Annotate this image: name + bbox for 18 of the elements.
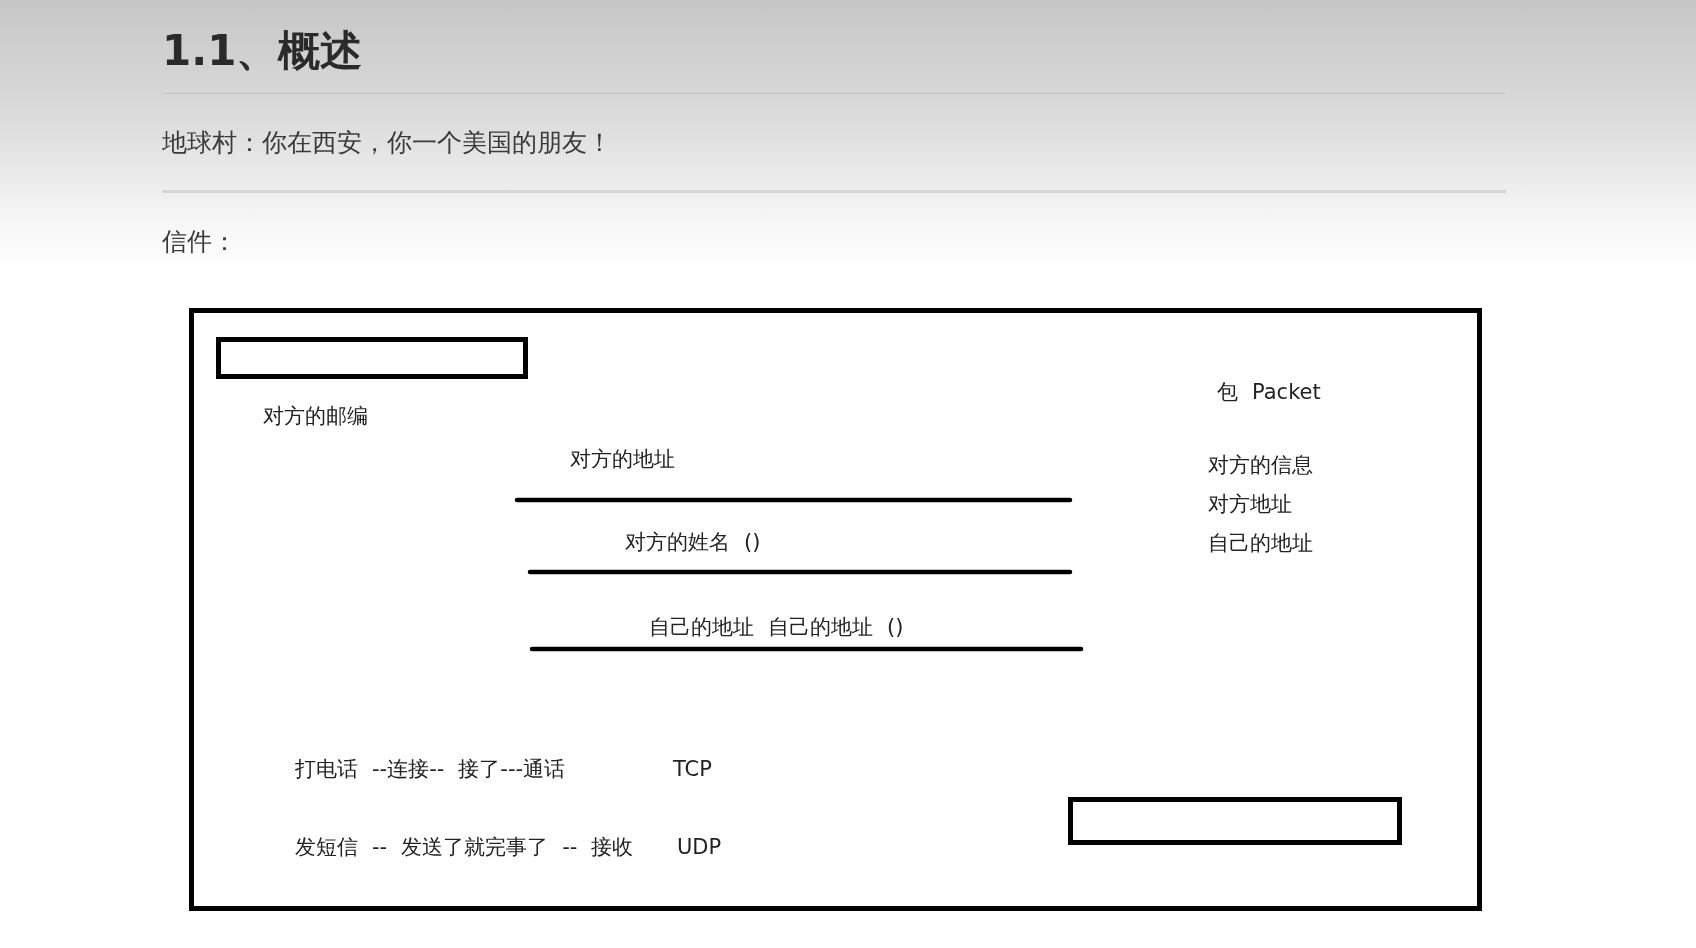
section-label: 信件： xyxy=(162,227,237,257)
packet-info-text: 对方地址 xyxy=(1208,491,1292,517)
phone-call-text: 打电话 --连接-- 接了---通话 xyxy=(295,756,566,782)
name-label: 对方的姓名 () xyxy=(625,529,761,555)
stamp-box xyxy=(1068,797,1402,845)
protocol-label: UDP xyxy=(677,834,722,860)
packet-info-text: 对方的信息 xyxy=(1208,452,1313,478)
packet-label: 包 Packet xyxy=(1217,379,1321,405)
address-label: 对方的地址 xyxy=(570,446,675,472)
protocol-label: TCP xyxy=(673,756,712,782)
heading: 1.1、概述 xyxy=(162,26,363,76)
sms-text: 发短信 -- 发送了就完事了 -- 接收 xyxy=(295,834,634,860)
sender-address-label: 自己的地址 自己的地址 () xyxy=(649,614,904,640)
intro-text: 地球村：你在西安，你一个美国的朋友！ xyxy=(162,128,612,158)
packet-info-text: 自己的地址 xyxy=(1208,530,1313,556)
postcode-label: 对方的邮编 xyxy=(263,403,368,429)
envelope-frame xyxy=(189,308,1482,911)
postcode-box xyxy=(216,337,528,379)
